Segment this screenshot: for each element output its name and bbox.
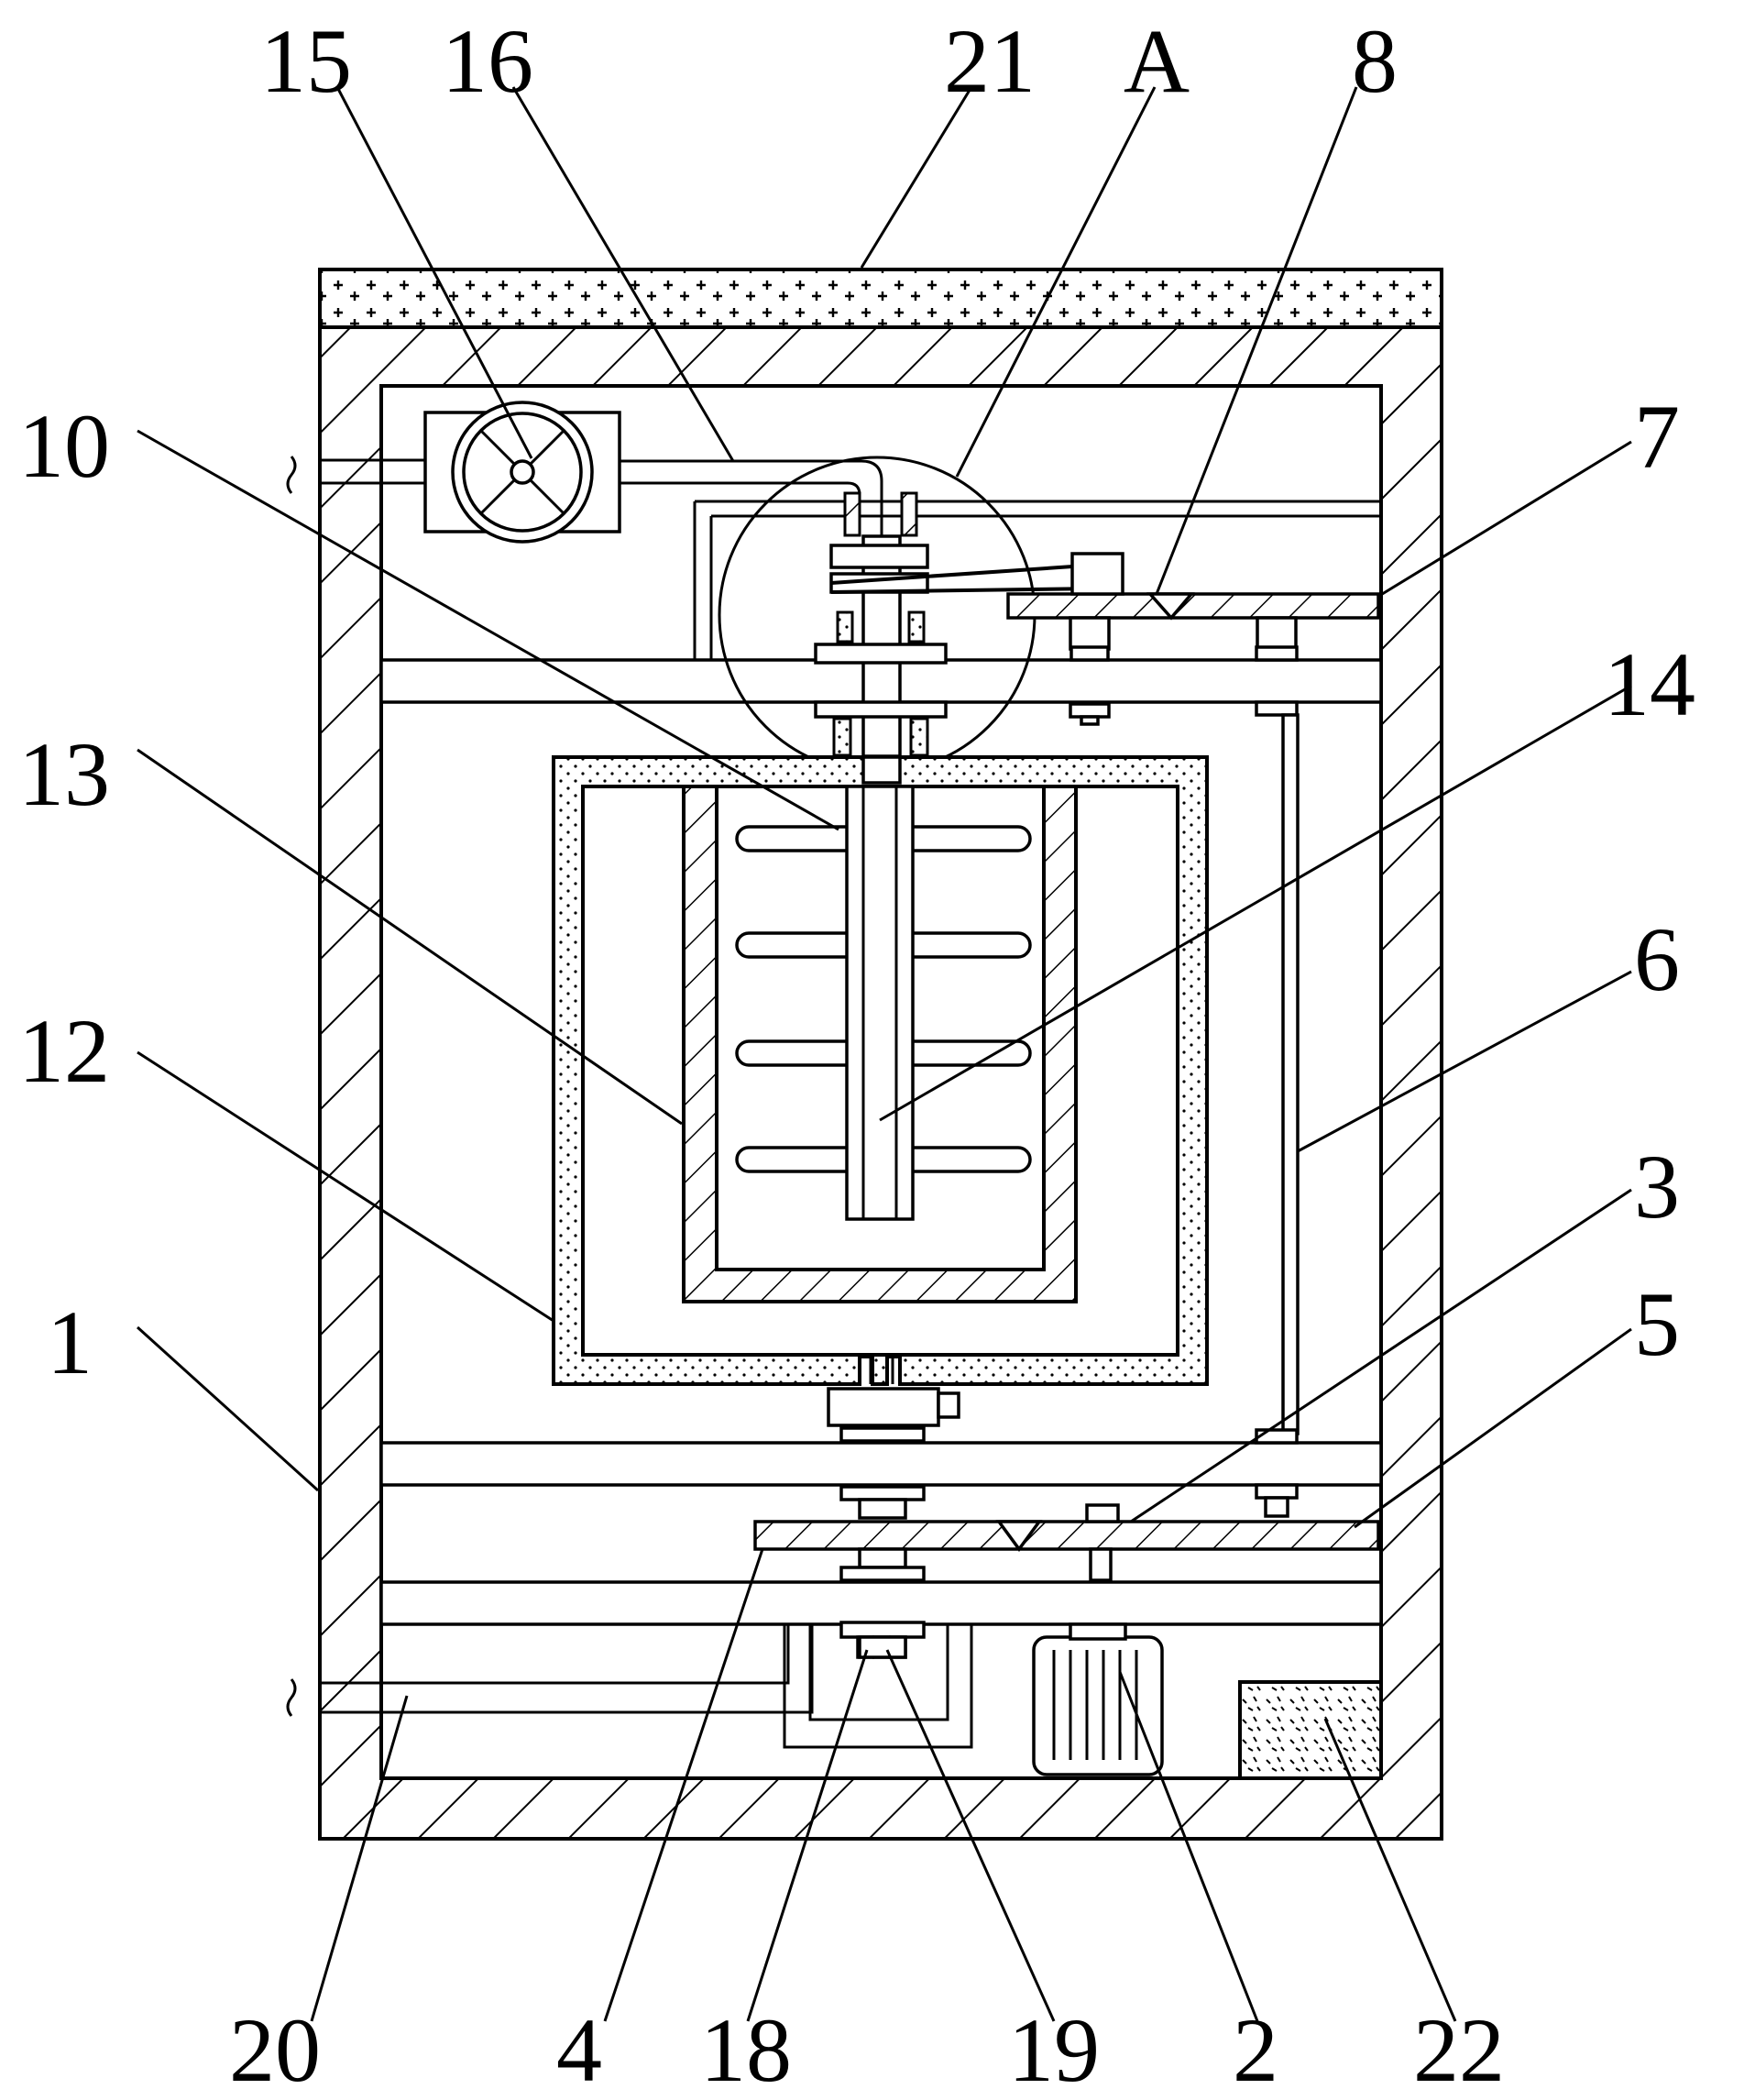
fan-unit (423, 401, 621, 544)
label-3: 3 (1634, 1136, 1680, 1237)
motor (1032, 1622, 1164, 1776)
upper-gear-plate (1006, 552, 1380, 726)
label-10: 10 (18, 395, 110, 497)
label-4: 4 (556, 1999, 602, 2100)
label-15: 15 (260, 10, 352, 112)
label-5: 5 (1634, 1273, 1680, 1375)
upper-shaft-assembly (814, 491, 1101, 758)
label-2: 2 (1233, 1999, 1278, 2100)
label-16: 16 (442, 10, 533, 112)
label-22: 22 (1413, 1999, 1505, 2100)
label-7: 7 (1634, 386, 1680, 488)
inner-tank (682, 785, 1078, 1303)
discharge-pipe (286, 1624, 973, 1749)
vertical-shaft (1255, 713, 1300, 1518)
stirring-shaft (735, 785, 1032, 1221)
label-21: 21 (944, 10, 1036, 112)
label-20: 20 (229, 1999, 321, 2100)
label-6: 6 (1634, 908, 1680, 1010)
top-plate (318, 268, 1443, 329)
label-18: 18 (700, 1999, 792, 2100)
outer-tank (552, 755, 1209, 1386)
label-1: 1 (47, 1292, 93, 1393)
label-12: 12 (18, 1000, 110, 1102)
label-19: 19 (1008, 1999, 1100, 2100)
label-14: 14 (1604, 633, 1695, 735)
internal-shelves (379, 500, 1383, 1626)
label-13: 13 (18, 723, 110, 825)
filter-block (1238, 1680, 1383, 1780)
label-a: A (1124, 10, 1190, 112)
reference-labels: 15 16 21 A 8 10 7 14 13 6 12 3 1 5 20 4 … (18, 10, 1695, 2100)
leader-lines (136, 86, 1632, 2022)
label-8: 8 (1352, 10, 1398, 112)
